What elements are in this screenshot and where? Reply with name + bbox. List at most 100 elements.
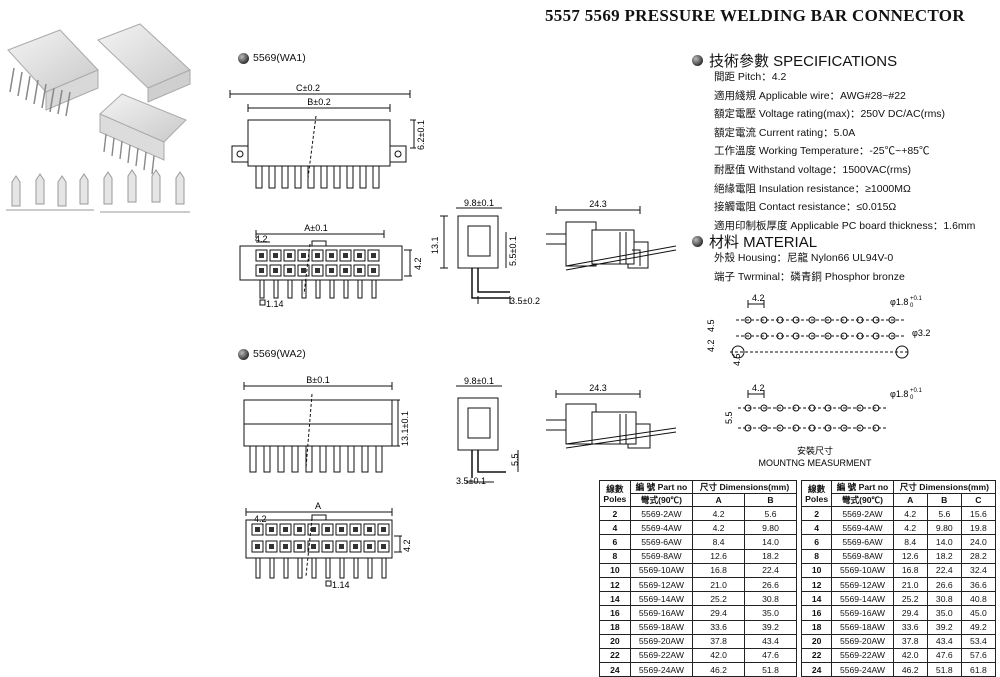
wa2-front-view: [243, 382, 400, 473]
wa1-dim-side-35: 3.5±0.2: [510, 296, 540, 306]
connector-photo-2: [97, 23, 191, 103]
material-terminal: 端子 Twrminal：磷青銅 Phosphor bronze: [714, 270, 905, 283]
spec-wire: 適用綫規 Applicable wire：AWG#28~#22: [714, 89, 906, 102]
bullet-icon: [238, 348, 249, 360]
bullet-icon: [692, 236, 703, 247]
mount-hole-1: φ1.8: [890, 297, 908, 307]
wa2-dim-h: 13.1±0.1: [400, 411, 410, 446]
mount-hole-1-tol2: 0: [910, 303, 914, 309]
wa1-face-view: [239, 230, 412, 299]
wa2-drawing: B±0.1 13.1±0.1 9.8±0.1 5.5 3.5±0.1 24.3: [243, 375, 677, 590]
wa2-face-view: [245, 508, 402, 579]
wa1-dim-side-55: 5.5±0.1: [508, 236, 518, 266]
mount-hole-2: φ3.2: [912, 328, 930, 338]
wa1-dim-pin: 1.14: [266, 299, 284, 309]
bullet-icon: [238, 52, 249, 64]
mount-caption-en: MOUNTNG MEASURMENT: [759, 458, 872, 468]
th-dimensions: 尺寸 Dimensions(mm): [892, 480, 997, 494]
wa2-dim-b: B±0.1: [306, 375, 329, 385]
th-part: 編 號 Part no: [629, 480, 694, 494]
mount-caption-cn: 安裝尺寸: [797, 445, 833, 456]
th-col-a: A: [692, 493, 746, 507]
wa1-dim-side-w: 9.8±0.1: [464, 198, 494, 208]
wa1-dim-a: A±0.1: [304, 223, 327, 233]
mount-hole-3-tol2: 0: [910, 395, 914, 401]
spec-withstand: 耐壓值 Withstand voltage：1500VAC(rms): [714, 163, 912, 176]
spec-pitch: 間距 Pitch：4.2: [714, 71, 787, 83]
wa2-dim-side-w: 9.8±0.1: [464, 376, 494, 386]
spec-current: 額定電流 Current rating：5.0A: [714, 126, 856, 139]
wa1-mated-view: [546, 206, 677, 271]
wa1-dim-h: 6.2±0.1: [416, 120, 426, 150]
connector-photo-1: [7, 29, 99, 117]
wa1-dim-b: B±0.2: [307, 97, 330, 107]
product-photo: [6, 23, 191, 213]
wa2-dim-pin: 1.14: [332, 580, 350, 590]
wa2-dim-side-35: 3.5±0.1: [456, 476, 486, 486]
wa1-dim-pitch: 4.2: [255, 234, 268, 244]
wa2-dim-pitch: 4.2: [254, 514, 267, 524]
material-list: 外殼 Housing：尼龍 Nylon66 UL94V-0 端子 Twrmina…: [714, 249, 905, 286]
th-col-a: A: [892, 493, 928, 507]
mount-hole-3-tol: +0.1: [910, 388, 923, 394]
terminal-photos: [6, 169, 190, 213]
page-title: 5557 5569 PRESSURE WELDING BAR CONNECTOR: [545, 6, 965, 25]
wa1-front-view: [229, 90, 416, 189]
wa2-side-view: [456, 385, 519, 483]
spec-contact: 接觸電阻 Contact resistance：≤0.015Ω: [714, 201, 897, 214]
mount-hole-1-tol: +0.1: [910, 296, 923, 302]
specifications-heading: 技術參數 SPECIFICATIONS: [692, 50, 897, 71]
th-part-sub: 彎式(90℃): [831, 493, 894, 507]
material-heading: 材料 MATERIAL: [692, 231, 817, 252]
wa1-dim-mated-w: 24.3: [589, 199, 607, 209]
mount-pitch-2: 4.2: [752, 383, 765, 393]
mount-b45: 4.5: [732, 353, 742, 366]
wa1-dim-row: 4.2: [413, 257, 423, 270]
wa2-label: 5569(WA2): [238, 348, 306, 360]
spec-voltage: 額定電壓 Voltage rating(max)：250V DC/AC(rms): [714, 108, 946, 121]
th-part-sub: 彎式(90℃): [629, 493, 694, 507]
mount-v55: 5.5: [724, 411, 734, 424]
mount-holes-bottom: [744, 404, 880, 432]
material-housing: 外殼 Housing：尼龍 Nylon66 UL94V-0: [714, 252, 894, 264]
th-col-c: C: [960, 493, 997, 507]
spec-temperature: 工作溫度 Working Temperature：-25℃~+85℃: [714, 145, 930, 158]
mounting-drawing: 4.2 φ1.8 +0.1 0 φ3.2 4.2 4.5 4.5 4.2 5.5…: [706, 293, 930, 468]
specifications-list: 間距 Pitch：4.2 適用綫規 Applicable wire：AWG#28…: [714, 68, 975, 235]
wa1-label: 5569(WA1): [238, 52, 306, 64]
mount-v45: 4.5: [706, 319, 716, 332]
wa2-dim-row: 4.2: [402, 539, 412, 552]
spec-board: 適用印制板厚度 Applicable PC board thickness：1.…: [714, 219, 976, 232]
th-part: 編 號 Part no: [831, 480, 894, 494]
wa1-drawing: C±0.2 B±0.2 6.2±0.1: [229, 83, 677, 309]
wa1-side-view: [440, 207, 511, 304]
wa2-dim-side-55: 5.5: [510, 453, 520, 466]
wa2-dim-a: A: [315, 501, 321, 511]
wa2-dim-mated-w: 24.3: [589, 383, 607, 393]
th-col-b: B: [744, 493, 797, 507]
th-col-b: B: [926, 493, 962, 507]
